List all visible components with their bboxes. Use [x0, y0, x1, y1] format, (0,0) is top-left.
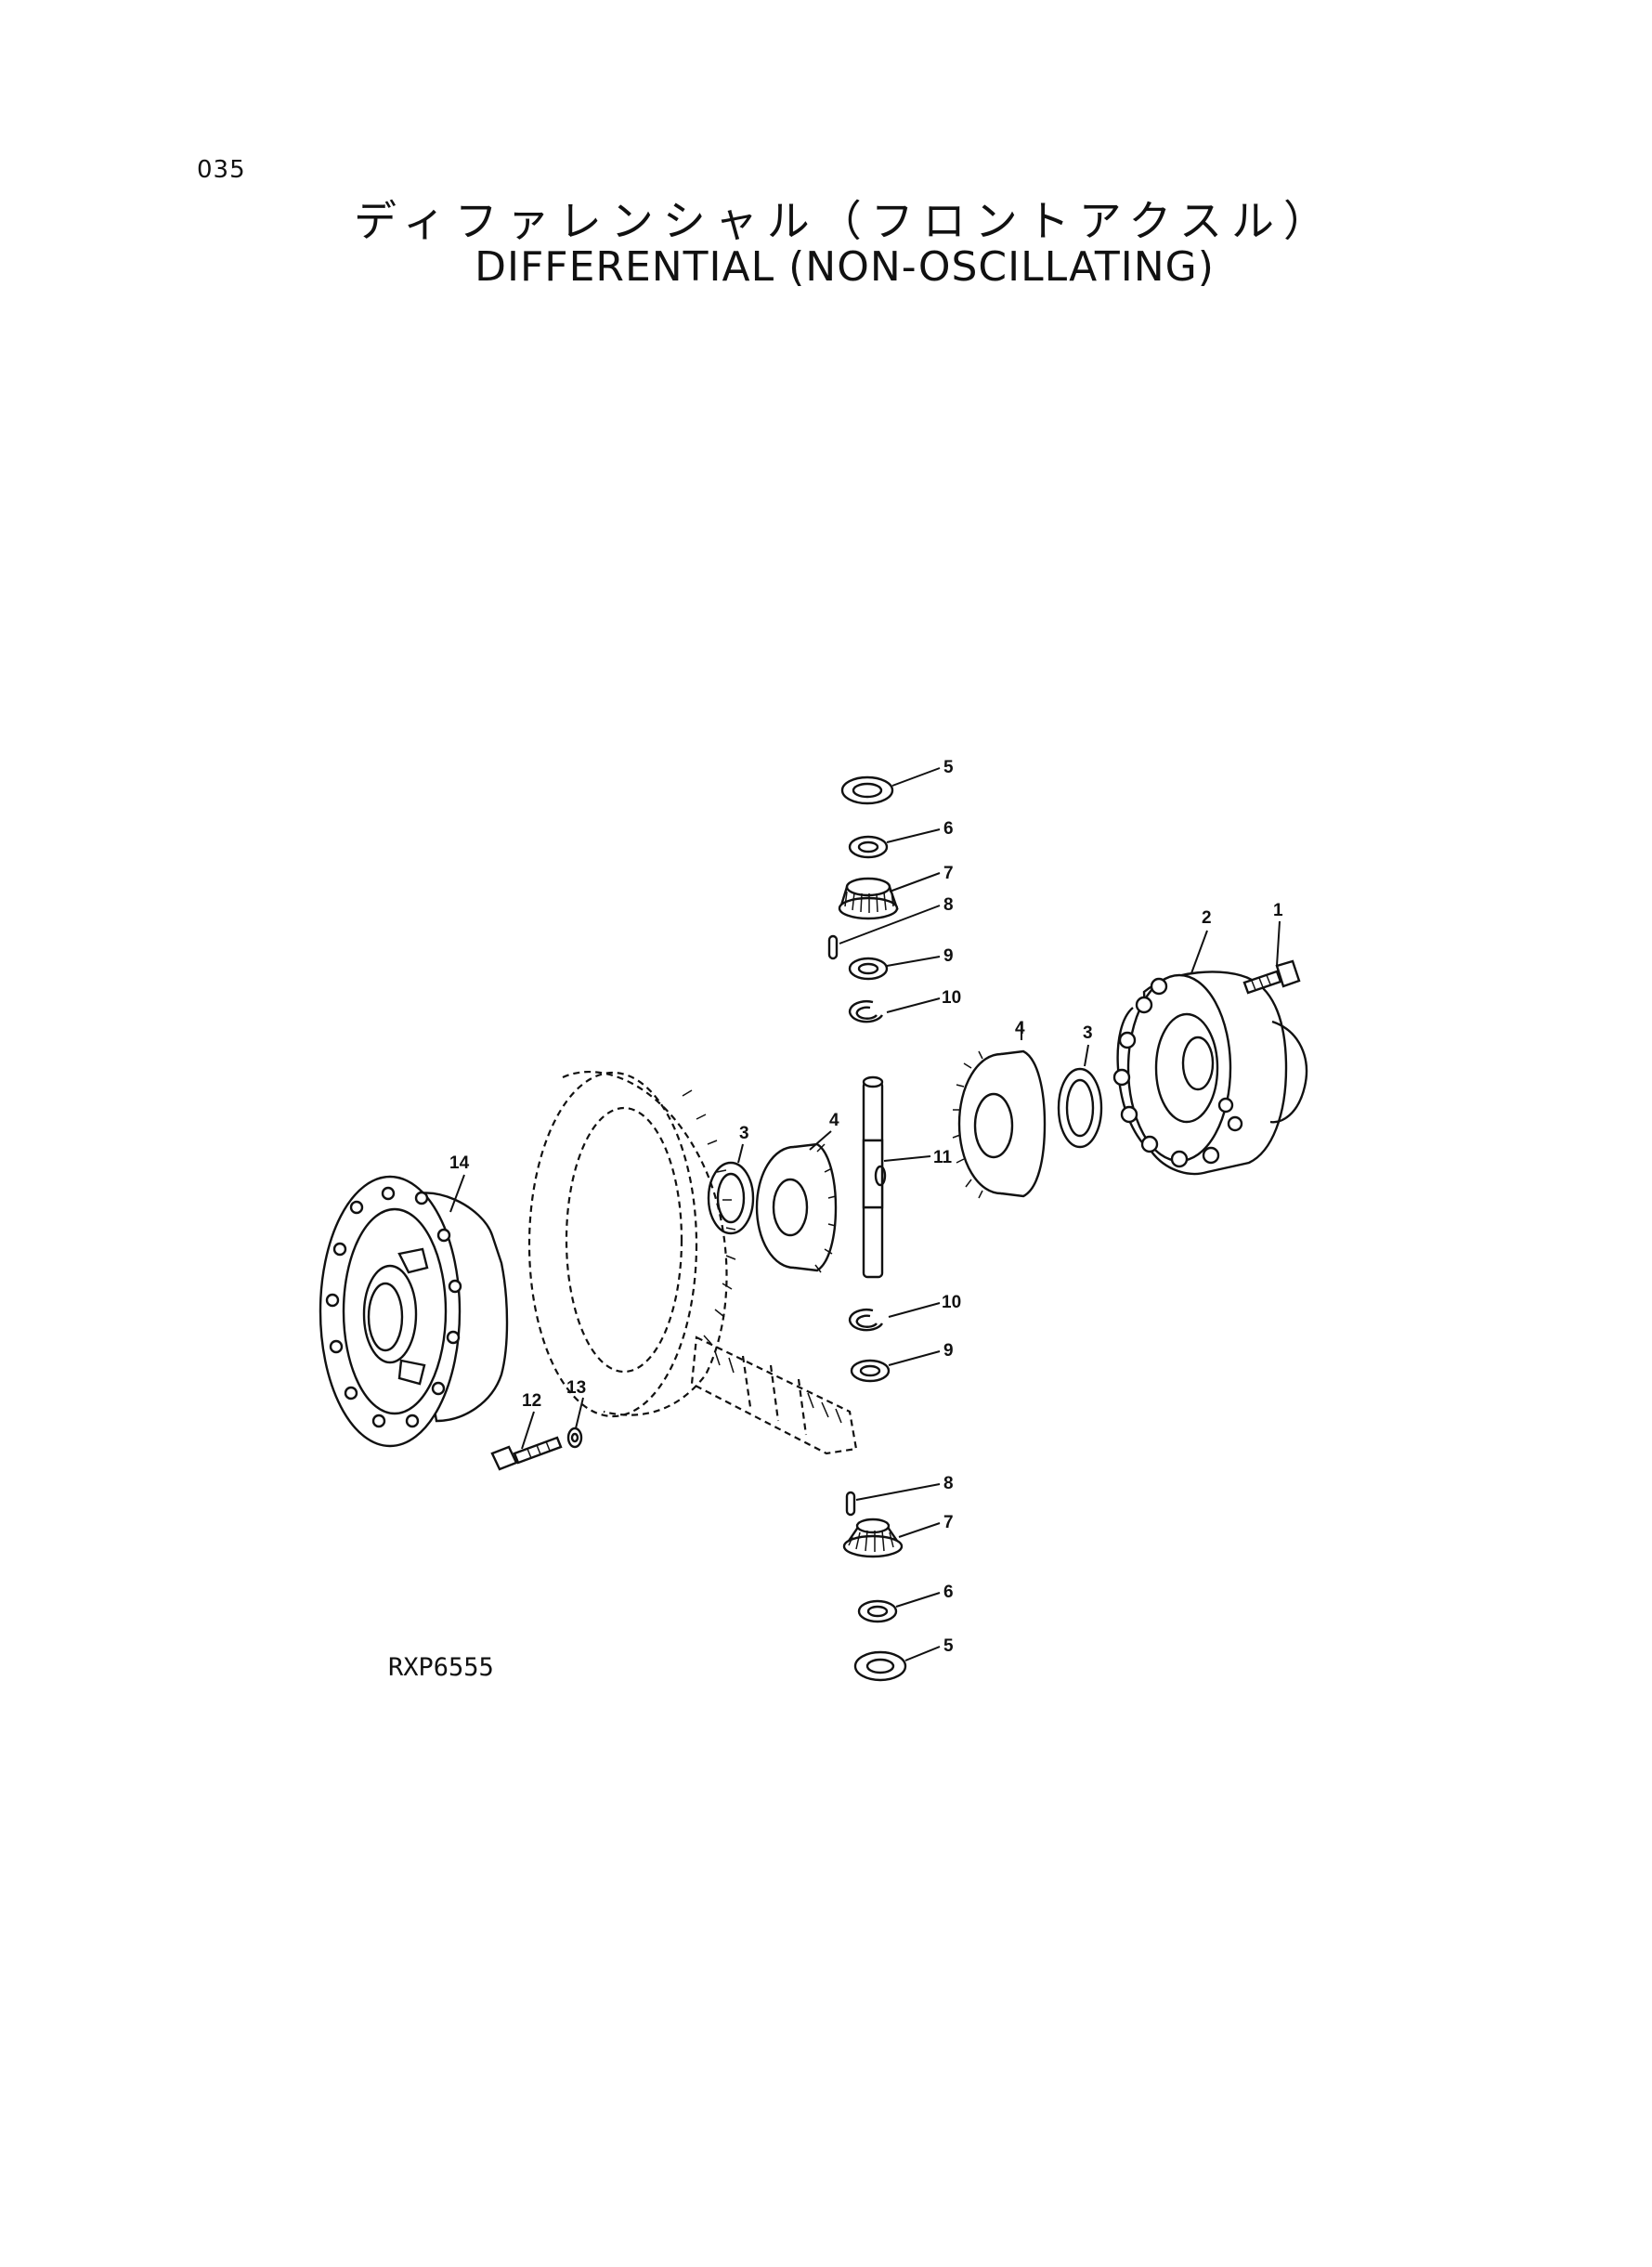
callout-8-top: 8 [943, 895, 954, 915]
callout-14: 14 [449, 1153, 470, 1173]
callout-13: 13 [566, 1378, 586, 1398]
part-4-side-gear-left [755, 1142, 838, 1273]
part-10-snap-ring-top [848, 999, 884, 1023]
callout-10-bottom: 10 [942, 1293, 961, 1312]
callout-10-top: 10 [942, 988, 961, 1008]
callout-8-bottom: 8 [943, 1474, 954, 1493]
part-3-thrust-washer-right [1057, 1067, 1103, 1149]
part-7-pinion-gear-top [838, 877, 899, 920]
part-12-bolt [490, 1436, 563, 1471]
callout-12: 12 [522, 1391, 541, 1411]
callout-5-top: 5 [943, 758, 954, 777]
callout-11: 11 [933, 1148, 953, 1167]
part-7-pinion-gear-bottom [842, 1518, 904, 1558]
page-number: 035 [197, 156, 246, 184]
part-14-differential-case-flange [319, 1175, 509, 1448]
drive-pinion-shaft-dashed [690, 1335, 858, 1455]
callout-2: 2 [1202, 908, 1212, 928]
ring-gear-dashed [527, 1070, 736, 1418]
callout-4-right: 4 [1015, 1019, 1025, 1038]
part-4-side-gear-right [952, 1049, 1047, 1199]
title-english: DIFFERENTIAL (NON-OSCILLATING) [475, 243, 1215, 291]
part-1-bolt [1242, 959, 1301, 995]
callout-9-top: 9 [943, 946, 954, 966]
part-6-washer-bottom [857, 1599, 898, 1623]
title-japanese: ディファレンシャル（フロントアクスル） [353, 196, 1336, 246]
part-10-snap-ring-bottom [848, 1308, 884, 1332]
callout-3-left: 3 [739, 1124, 749, 1143]
callout-9-bottom: 9 [943, 1341, 954, 1361]
part-13-washer [566, 1427, 583, 1449]
part-5-thrust-washer-top [840, 775, 894, 805]
part-6-washer-top [848, 835, 889, 859]
callout-7-bottom: 7 [943, 1513, 954, 1532]
callout-6-bottom: 6 [943, 1583, 954, 1602]
drawing-code: RXP6555 [388, 1653, 494, 1682]
part-8-pin-top [827, 934, 839, 960]
part-8-pin-bottom [845, 1491, 856, 1517]
part-9-washer-top [848, 957, 889, 981]
callout-3-right: 3 [1083, 1023, 1093, 1043]
part-11-cross-shaft [862, 1075, 887, 1279]
part-5-thrust-washer-bottom [853, 1650, 907, 1682]
part-2-differential-case-half [1112, 971, 1308, 1176]
callout-4-left: 4 [829, 1111, 839, 1130]
callout-6-top: 6 [943, 819, 954, 839]
callout-5-bottom: 5 [943, 1636, 954, 1656]
callout-1: 1 [1273, 901, 1283, 920]
callout-7-top: 7 [943, 864, 954, 883]
part-9-washer-bottom [850, 1359, 891, 1383]
